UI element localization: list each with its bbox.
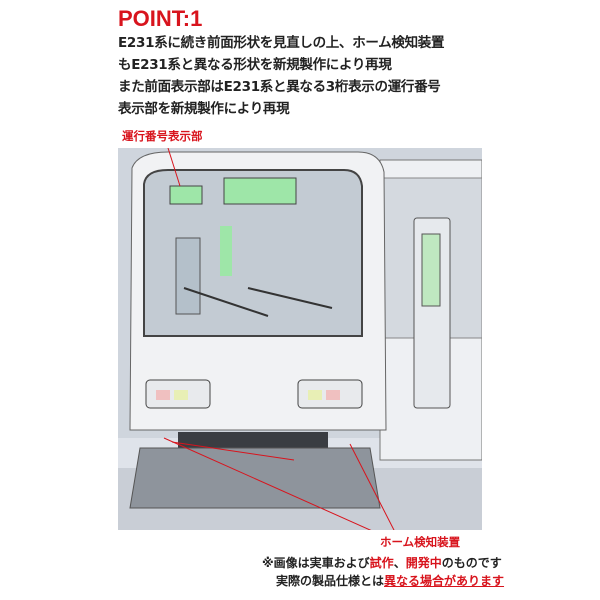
train-cad-render — [118, 147, 483, 539]
note-text: ※画像は実車および — [262, 556, 370, 570]
note-highlight: 試作 — [369, 556, 394, 570]
note-highlight: 異なる場合があります — [384, 574, 505, 588]
point-heading: POINT:1 — [118, 6, 203, 31]
disclaimer-line-1: ※画像は実車および試作、開発中のものです — [262, 554, 504, 572]
note-text: 実際の製品仕様とは — [276, 574, 385, 588]
description-line: もE231系と異なる形状を新規製作により再現 — [118, 57, 392, 73]
disclaimer: ※画像は実車および試作、開発中のものです 実際の製品仕様とは異なる場合があります — [262, 554, 504, 590]
display-label: 運行番号表示部 — [122, 129, 203, 143]
note-highlight: 開発中 — [405, 556, 442, 570]
note-text: 、 — [393, 556, 406, 570]
description-line: E231系に続き前面形状を見直しの上、ホーム検知装置 — [118, 35, 445, 51]
note-text: のものです — [441, 556, 502, 570]
description-line: また前面表示部はE231系と異なる3桁表示の運行番号 — [118, 79, 441, 95]
description-line: 表示部を新規製作により再現 — [118, 101, 290, 117]
disclaimer-line-2: 実際の製品仕様とは異なる場合があります — [262, 572, 504, 590]
detector-label: ホーム検知装置 — [380, 535, 461, 549]
description: E231系に続き前面形状を見直しの上、ホーム検知装置 もE231系と異なる形状を… — [118, 32, 445, 120]
